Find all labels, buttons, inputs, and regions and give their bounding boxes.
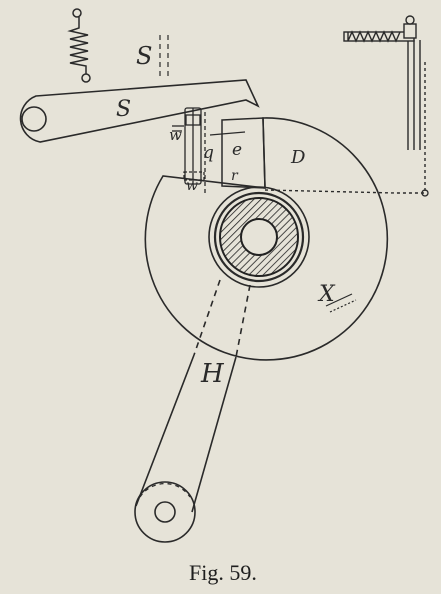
- figure-caption: Fig. 59.: [189, 560, 257, 585]
- crank-arm-k: [135, 279, 251, 513]
- lever-s: [19, 79, 260, 143]
- disc-d: [144, 117, 389, 361]
- locking-block-e: [221, 117, 266, 189]
- signal-mast: [343, 15, 421, 150]
- chain: [264, 60, 426, 194]
- label-r: r: [231, 168, 239, 184]
- label-d: D: [290, 147, 306, 168]
- label-w-upper: w: [169, 126, 182, 144]
- spring: [67, 8, 89, 74]
- label-e: e: [232, 140, 242, 160]
- label-h: H: [200, 359, 225, 389]
- lever-pivot-hole: [21, 106, 47, 132]
- label-s-top: S: [136, 42, 152, 70]
- crank-pin-hole: [154, 501, 176, 523]
- label-w-lower: w: [186, 178, 198, 194]
- label-q: q: [203, 143, 214, 163]
- spring-anchor-pin: [81, 73, 91, 83]
- shaft-bore: [240, 218, 278, 256]
- dashed-guide: [159, 35, 169, 76]
- hub-ring: [213, 191, 305, 283]
- latch-mechanism: [172, 107, 246, 194]
- label-s-lever: S: [116, 97, 131, 122]
- mark-x: [325, 293, 357, 313]
- crank-boss: [134, 481, 196, 543]
- label-x: X: [317, 282, 336, 307]
- chain-end-ring: [421, 189, 429, 197]
